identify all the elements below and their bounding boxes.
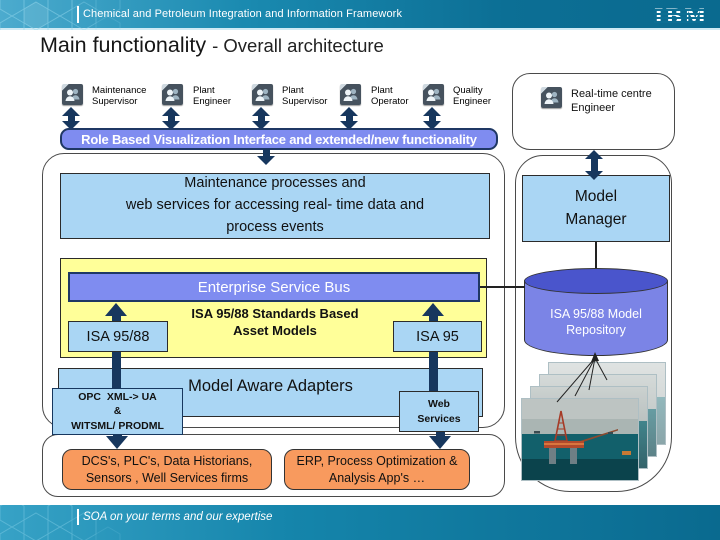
up-arrow-icon [105, 303, 127, 390]
hexagon-pattern [0, 0, 121, 30]
double-arrow-icon [340, 107, 358, 130]
double-arrow-icon [252, 107, 270, 130]
title-dash: - [212, 35, 219, 56]
model-repository-label: ISA 95/88 Model Repository [550, 307, 642, 338]
model-aware-adapters-label: Model Aware Adapters [188, 377, 353, 395]
persona-label-plant-supervisor: Plant Supervisor [282, 85, 328, 108]
down-arrow-icon [429, 432, 451, 449]
isa-standards-label: ISA 95/88 Standards Based Asset Models [191, 306, 359, 338]
model-manager-box: Model Manager [522, 175, 670, 242]
footer-band: SOA on your terms and our expertise [0, 505, 720, 540]
repository-links-lines [556, 352, 608, 403]
enterprise-service-bus-bar: Enterprise Service Bus [68, 272, 480, 302]
realtime-engineer-label: Real-time centre Engineer [571, 88, 652, 114]
web-services-box: Web Services [399, 391, 479, 432]
users-icon [340, 84, 361, 105]
persona-label-quality-engineer: Quality Engineer [453, 85, 492, 108]
role-based-visualization-bar: Role Based Visualization Interface and e… [60, 128, 498, 150]
double-arrow-icon [585, 150, 603, 180]
persona-label-plant-operator: Plant Operator [371, 85, 409, 108]
users-icon [541, 87, 562, 108]
header-breadcrumb: Chemical and Petroleum Integration and I… [83, 8, 403, 20]
opc-adapters-box: OPC XML-> UA & WITSML/ PRODML [52, 388, 183, 435]
title-sub: Overall architecture [223, 35, 384, 56]
footer-divider [77, 509, 79, 525]
double-arrow-icon [162, 107, 180, 130]
page-title: Main functionality - Overall architectur… [40, 33, 384, 58]
down-arrow-icon [257, 149, 275, 165]
ibm-logo-icon: IBM [654, 6, 704, 26]
erp-apps-box: ERP, Process Optimization & Analysis App… [284, 449, 470, 490]
plant-data-sources-box: DCS's, PLC's, Data Historians, Sensors ,… [62, 449, 272, 490]
double-arrow-icon [62, 107, 80, 130]
persona-label-maintenance-supervisor: Maintenance Supervisor [92, 85, 147, 108]
cylinder-top-icon [524, 268, 668, 294]
users-icon [62, 84, 83, 105]
footer-tagline: SOA on your terms and our expertise [83, 511, 273, 523]
isa-95-box: ISA 95 [393, 321, 482, 352]
header-band: Chemical and Petroleum Integration and I… [0, 0, 720, 30]
users-icon [423, 84, 444, 105]
connector-line [595, 242, 597, 269]
hexagon-pattern [0, 505, 121, 540]
down-arrow-icon [106, 435, 128, 449]
connector-line-esb-repository [480, 286, 525, 288]
title-main: Main functionality [40, 33, 207, 57]
oil-rig-photo-front [521, 398, 639, 481]
up-arrow-icon [422, 303, 444, 392]
double-arrow-icon [423, 107, 441, 130]
realtime-engineer-container: Real-time centre Engineer [512, 73, 675, 150]
users-icon [162, 84, 183, 105]
users-icon [252, 84, 273, 105]
persona-label-plant-engineer: Plant Engineer [193, 85, 232, 108]
isa-9588-box: ISA 95/88 [68, 321, 168, 352]
model-repository-cylinder: ISA 95/88 Model Repository [524, 268, 668, 356]
maintenance-processes-box: Maintenance processes and web services f… [60, 173, 490, 239]
header-divider [77, 6, 79, 23]
